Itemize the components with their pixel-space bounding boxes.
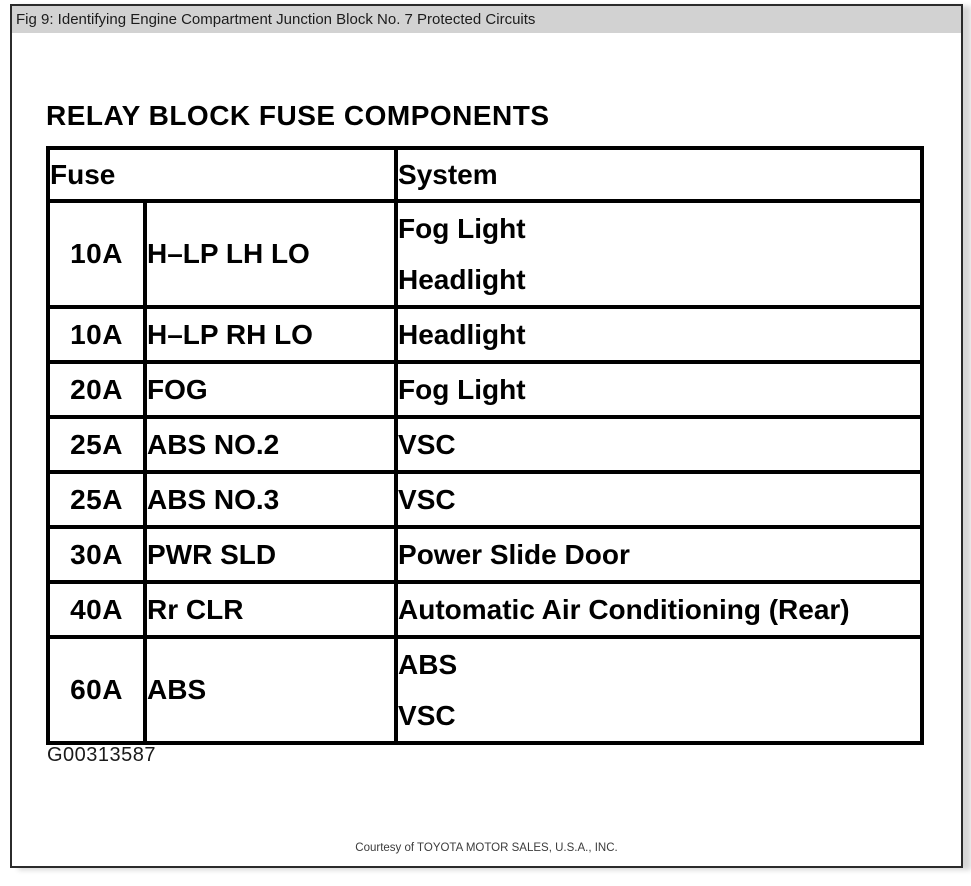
table-row: 25A ABS NO.3 VSC — [46, 470, 925, 529]
document-page: Fig 9: Identifying Engine Compartment Ju… — [10, 4, 963, 868]
fuse-components-table: Fuse System 10A H–LP LH LO Fog Light Hea… — [45, 146, 925, 745]
system-cell: VSC — [394, 415, 925, 474]
table-row: 20A FOG Fog Light — [46, 360, 925, 419]
system-cell: Headlight — [394, 305, 925, 364]
fuse-name-cell: ABS NO.2 — [142, 415, 399, 474]
fuse-name-cell: ABS — [142, 635, 399, 745]
table-row: 25A ABS NO.2 VSC — [46, 415, 925, 474]
column-header-fuse: Fuse — [45, 146, 399, 203]
amperage-cell: 10A — [46, 305, 147, 364]
table-row: 30A PWR SLD Power Slide Door — [46, 525, 925, 584]
figure-title-bar: Fig 9: Identifying Engine Compartment Ju… — [12, 6, 961, 33]
fuse-name-cell: PWR SLD — [142, 525, 399, 584]
amperage-cell: 20A — [46, 360, 147, 419]
table-row: 10A H–LP LH LO Fog Light Headlight — [46, 199, 925, 309]
system-line: VSC — [398, 700, 456, 731]
system-cell: Fog Light Headlight — [394, 199, 925, 309]
system-line: ABS — [398, 649, 458, 680]
amperage-cell: 25A — [46, 470, 147, 529]
system-cell: VSC — [394, 470, 925, 529]
figure-id: G00313587 — [47, 744, 157, 766]
table-header-row: Fuse System — [45, 146, 925, 203]
courtesy-credit: Courtesy of TOYOTA MOTOR SALES, U.S.A., … — [355, 842, 618, 854]
fuse-name-cell: ABS NO.3 — [142, 470, 399, 529]
system-cell: Fog Light — [394, 360, 925, 419]
fuse-name-cell: H–LP LH LO — [142, 199, 399, 309]
table-row: 40A Rr CLR Automatic Air Conditioning (R… — [46, 580, 925, 639]
amperage-cell: 30A — [46, 525, 147, 584]
system-line: Headlight — [398, 264, 526, 295]
fuse-name-cell: H–LP RH LO — [142, 305, 399, 364]
amperage-cell: 40A — [46, 580, 147, 639]
table-heading: RELAY BLOCK FUSE COMPONENTS — [46, 100, 550, 131]
fuse-name-cell: FOG — [142, 360, 399, 419]
system-line: Fog Light — [398, 213, 526, 244]
table-row: 60A ABS ABS VSC — [46, 635, 925, 745]
system-cell: Power Slide Door — [394, 525, 925, 584]
table-row: 10A H–LP RH LO Headlight — [46, 305, 925, 364]
system-cell: Automatic Air Conditioning (Rear) — [394, 580, 925, 639]
amperage-cell: 60A — [46, 635, 147, 745]
column-header-system: System — [394, 146, 925, 203]
figure-title: Fig 9: Identifying Engine Compartment Ju… — [16, 11, 536, 28]
amperage-cell: 25A — [46, 415, 147, 474]
system-cell: ABS VSC — [394, 635, 925, 745]
amperage-cell: 10A — [46, 199, 147, 309]
fuse-name-cell: Rr CLR — [142, 580, 399, 639]
